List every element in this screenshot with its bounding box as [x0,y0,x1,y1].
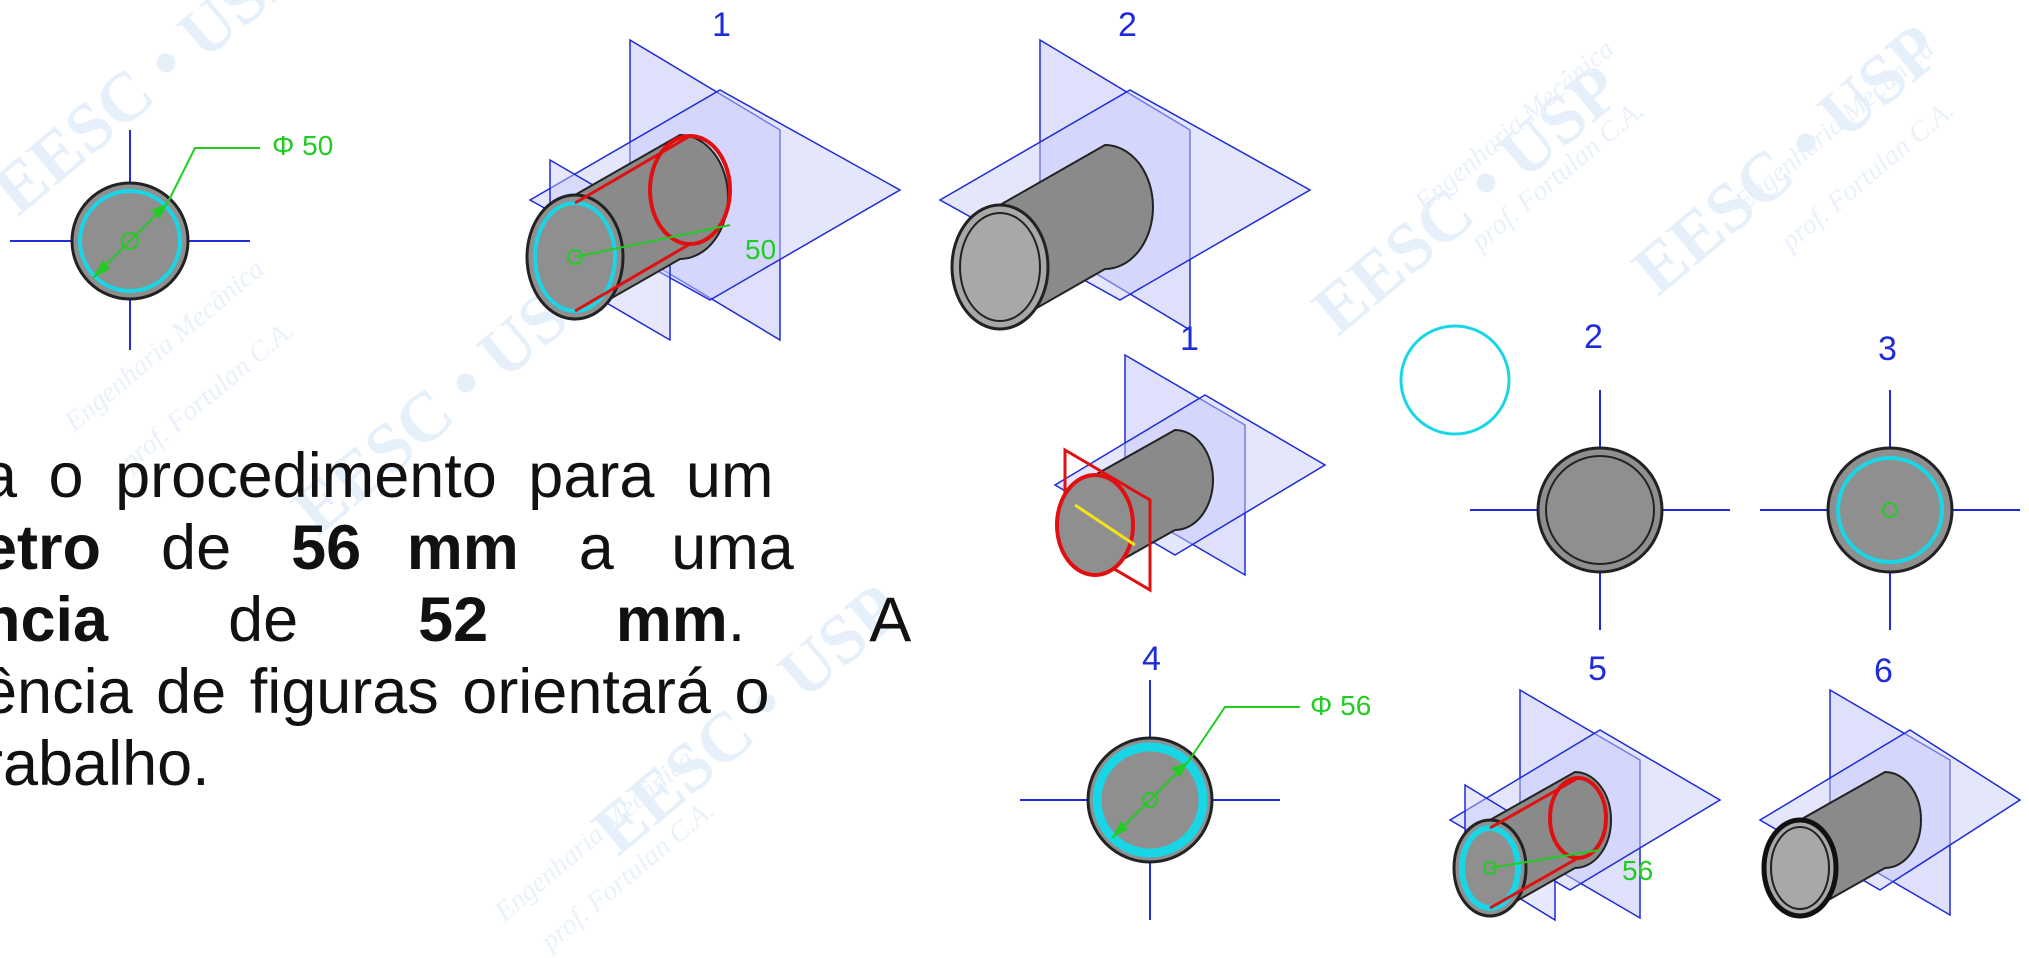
text-bold: etro [0,513,102,583]
watermark-subtext: prof. Fortulan C.A. [1774,94,1961,257]
face-view-figure [1470,390,1730,630]
cut-preview-figure [1448,688,1722,922]
text-bold: ncia [0,585,109,655]
watermark-subtext: Engenharia Mecânica [1408,33,1621,218]
extrude-preview-figure [525,38,902,342]
step-number: 3 [1878,330,1897,368]
final-tube-figure [1758,688,2022,919]
instruction-paragraph: a o procedimento para um etrode56 mma um… [0,440,911,800]
text-normal: . A [727,585,912,655]
text-bold: 52 mm [418,585,728,655]
depth-label: 50 [745,234,777,265]
text-line: ncia de 52 mm. A [0,584,911,656]
text-line: ência de figuras orientará o [0,657,770,727]
step-number: 4 [1142,640,1161,678]
text-bold: 56 mm [291,513,519,583]
watermark-subtext: prof. Fortulan C.A. [1464,94,1651,257]
watermark-subtext: Engenharia Mecânica [1728,33,1941,218]
sketch-circle-figure [1760,390,2020,630]
text-normal: a uma [578,513,794,583]
text-line: a o procedimento para um [0,441,774,511]
depth-label: 56 [1622,855,1654,886]
step-number: 2 [1118,6,1137,44]
text-normal: de [161,513,232,583]
step-number: 5 [1588,650,1607,688]
extruded-cylinder-figure [938,38,1312,332]
watermark-subtext: prof. Fortulan C.A. [534,794,721,957]
text-line: etrode 56 mm a uma [0,512,887,584]
diameter-label: Φ 56 [1310,690,1372,721]
step-number: 2 [1584,318,1603,356]
step-number: 1 [712,6,731,44]
text-normal: de [228,585,299,655]
dimensioned-circle-figure [1020,680,1300,920]
circle-sketch [1399,324,1511,436]
text-line: rabalho. [0,729,210,799]
sketch-on-face-figure [1053,353,1327,593]
sketch-circle-50 [10,130,260,350]
step-number: 6 [1874,652,1893,690]
watermark-text: EESC • USP [1618,9,1956,310]
step-number: 1 [1180,320,1199,358]
diameter-label: Φ 50 [272,130,334,161]
